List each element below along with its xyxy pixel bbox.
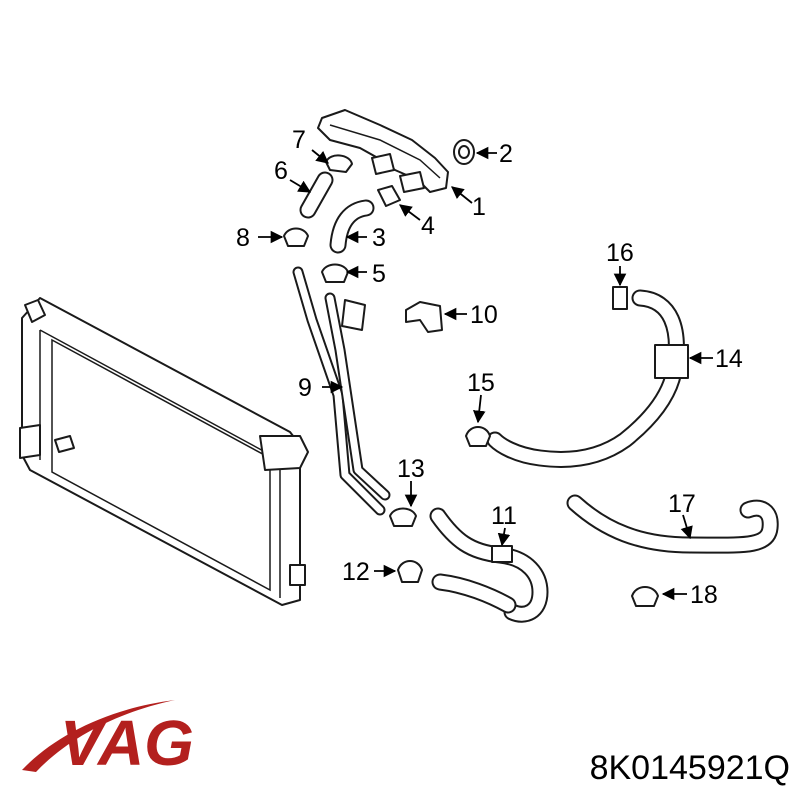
part-7-clamp xyxy=(325,154,353,173)
callout-11: 11 xyxy=(491,502,517,530)
callout-16: 16 xyxy=(606,239,634,267)
callout-3: 3 xyxy=(372,224,386,252)
part-18-clamp xyxy=(631,586,659,607)
part-9-pipes xyxy=(292,266,391,516)
logo-swoosh xyxy=(22,700,175,772)
part-2-o-ring xyxy=(453,139,475,165)
part-16-sleeve xyxy=(612,286,628,310)
part-8-clamp xyxy=(283,227,309,247)
callout-9: 9 xyxy=(298,374,312,402)
part-13-clamp xyxy=(389,507,417,527)
part-3-hose xyxy=(329,199,375,254)
callout-12: 12 xyxy=(342,558,370,586)
part-11-hose xyxy=(429,507,549,623)
callout-15: 15 xyxy=(467,369,495,397)
callout-17: 17 xyxy=(668,490,696,518)
callout-7: 7 xyxy=(292,126,306,154)
callout-2: 2 xyxy=(499,140,513,168)
callout-labels: 1 2 3 4 5 6 7 8 9 10 11 12 13 14 15 16 1… xyxy=(236,126,743,609)
part-5-clamp xyxy=(321,263,349,283)
part-6-hose xyxy=(299,171,334,219)
radiator xyxy=(19,297,309,606)
callout-5: 5 xyxy=(372,260,386,288)
part-17-hose xyxy=(566,494,779,554)
callout-10: 10 xyxy=(470,301,498,329)
leader-lines xyxy=(258,146,713,601)
part-14-hose xyxy=(486,289,689,468)
vag-logo: VAG xyxy=(22,700,194,779)
callout-13: 13 xyxy=(397,455,425,483)
callout-14: 14 xyxy=(715,345,743,373)
brand-name: VAG xyxy=(60,707,194,779)
callout-18: 18 xyxy=(690,581,718,609)
callout-6: 6 xyxy=(274,157,288,185)
part-1-coolant-flange xyxy=(317,109,449,193)
part-15-clamp xyxy=(465,426,491,447)
part-number: 8K0145921Q xyxy=(590,749,790,787)
callout-4: 4 xyxy=(421,212,435,240)
part-4-clamp xyxy=(377,185,401,207)
callout-8: 8 xyxy=(236,224,250,252)
part-12-clamp xyxy=(397,560,423,583)
callout-1: 1 xyxy=(472,193,486,221)
part-10-bracket xyxy=(405,301,443,333)
